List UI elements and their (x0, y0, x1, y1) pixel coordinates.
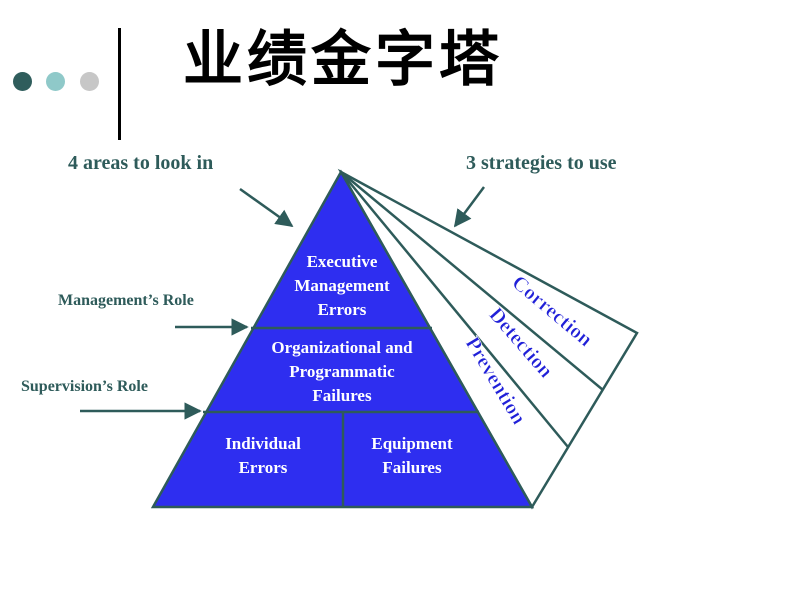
dot-gray (80, 72, 99, 91)
fan-divider-1 (340, 171, 604, 391)
supervision-role-label: Supervision’s Role (21, 378, 148, 395)
dot-light (46, 72, 65, 91)
areas-arrow (239, 187, 294, 228)
top-level-line-3: Errors (318, 300, 367, 319)
dot-dark (13, 72, 32, 91)
top-level-line-1: Executive (307, 252, 378, 271)
middle-level-line-2: Programmatic (289, 362, 395, 381)
bottom-right-line-2: Failures (382, 458, 442, 477)
bottom-left-line-1: Individual (225, 434, 301, 453)
bottom-left-line-2: Errors (239, 458, 288, 477)
top-level-line-2: Management (294, 276, 390, 295)
management-role-label: Management’s Role (58, 292, 194, 309)
strategies-arrow (453, 186, 486, 228)
strategies-label: 3 strategies to use (466, 152, 617, 174)
fan-divider-2 (340, 171, 569, 448)
areas-label: 4 areas to look in (68, 152, 214, 174)
bottom-right-line-1: Equipment (371, 434, 453, 453)
middle-level-line-1: Organizational and (271, 338, 413, 357)
middle-level-line-3: Failures (312, 386, 372, 405)
title-divider (118, 28, 121, 140)
page-title: 业绩金字塔 (183, 25, 503, 95)
